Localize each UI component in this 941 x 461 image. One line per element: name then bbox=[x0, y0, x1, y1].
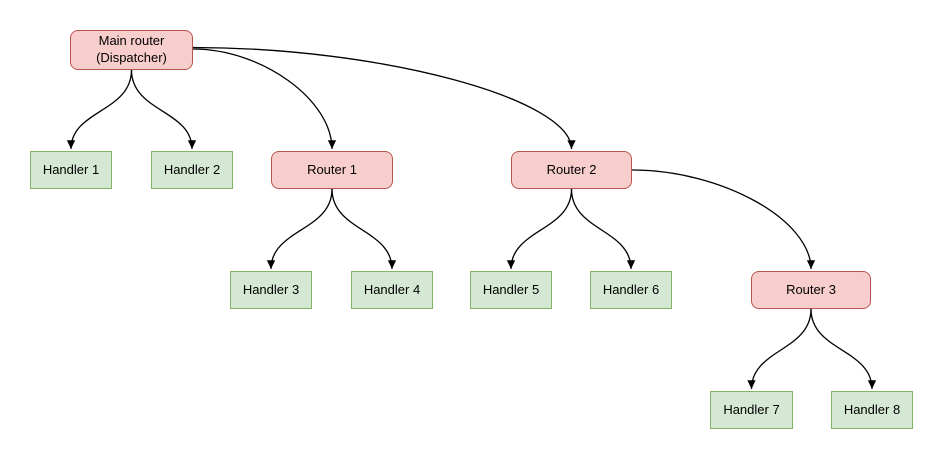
node-handler-8: Handler 8 bbox=[831, 391, 913, 429]
edge-router-2-to-handler-5 bbox=[506, 188, 573, 270]
node-router-3: Router 3 bbox=[751, 271, 871, 309]
node-main-router: Main router (Dispatcher) bbox=[70, 30, 193, 70]
node-router-2: Router 2 bbox=[511, 151, 632, 189]
edge-main-to-handler-1 bbox=[66, 69, 133, 150]
node-handler-4: Handler 4 bbox=[351, 271, 433, 309]
node-handler-5: Handler 5 bbox=[470, 271, 552, 309]
edge-main-to-router-2 bbox=[192, 46, 576, 150]
edge-router-1-to-handler-4 bbox=[331, 188, 397, 270]
edge-router-1-to-handler-3 bbox=[266, 188, 333, 270]
node-handler-6: Handler 6 bbox=[590, 271, 672, 309]
edge-router-3-to-handler-8 bbox=[810, 308, 877, 390]
edge-main-to-handler-2 bbox=[130, 69, 197, 150]
node-router-1: Router 1 bbox=[271, 151, 393, 189]
edge-router-3-to-handler-7 bbox=[747, 308, 812, 390]
node-handler-3: Handler 3 bbox=[230, 271, 312, 309]
edge-router-2-to-handler-6 bbox=[570, 188, 636, 270]
edge-main-to-router-1 bbox=[192, 48, 337, 150]
edge-router-2-to-router-3 bbox=[631, 169, 816, 270]
node-handler-7: Handler 7 bbox=[710, 391, 793, 429]
node-handler-2: Handler 2 bbox=[151, 151, 233, 189]
node-handler-1: Handler 1 bbox=[30, 151, 112, 189]
